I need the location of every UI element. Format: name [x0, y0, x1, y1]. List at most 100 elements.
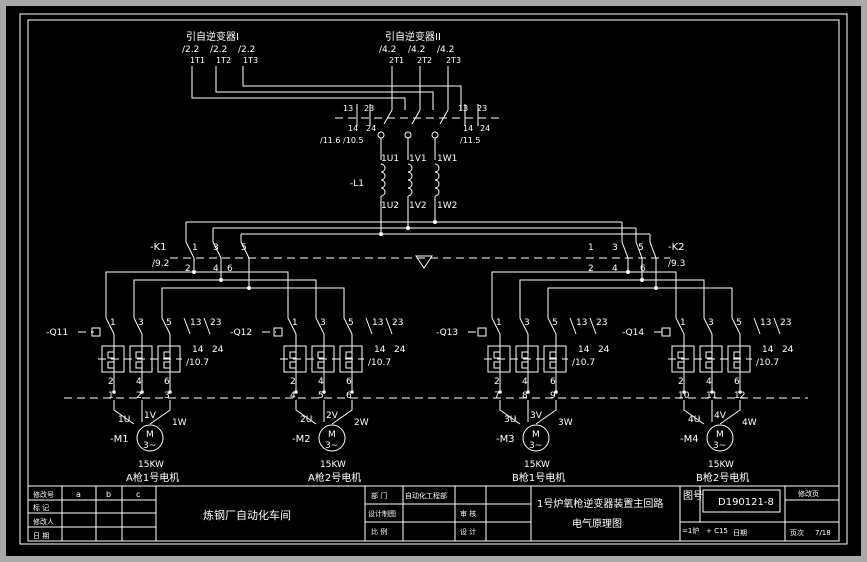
aux-ref: /10.7 [368, 358, 391, 368]
motor-lead-w [149, 400, 171, 425]
trip-element [163, 351, 171, 369]
terminal-dot [498, 390, 502, 394]
reactor-bottom-3: 1W2 [437, 201, 457, 211]
connector-number: 9 [550, 391, 556, 401]
feeder-bus-a [105, 258, 345, 318]
breaker-top-terminal: 3 [524, 318, 530, 328]
source-wiring [191, 66, 462, 110]
trip-element [705, 351, 713, 369]
motor-power: 15KW [138, 460, 164, 470]
breaker-handle [273, 327, 283, 337]
breaker-handle [661, 327, 671, 337]
motor-phase: 3~ [143, 441, 156, 451]
aux-ref: /10.7 [756, 358, 779, 368]
motor-name: A枪1号电机 [126, 471, 179, 484]
motor-name: A枪2号电机 [308, 471, 361, 484]
k2-bottom-6: 6 [640, 264, 646, 274]
motor-u: 1U [118, 415, 130, 425]
inverter-1-label: 引自逆变器I [186, 30, 239, 43]
breaker-out-terminal: 2 [108, 377, 114, 387]
motor-power: 15KW [524, 460, 550, 470]
date-label: 日期 [733, 529, 747, 537]
motor-power: 15KW [320, 460, 346, 470]
aux-left-14: 14 [348, 124, 358, 133]
inv2-term-1: 2T1 [389, 56, 404, 65]
inv2-ref-3: /4.2 [437, 45, 454, 55]
inv1-term-1: 1T1 [190, 56, 205, 65]
connector-number: 10 [678, 391, 690, 401]
breaker-out-terminal: 6 [164, 377, 170, 387]
connector-number: 8 [522, 391, 528, 401]
motor-symbol [522, 424, 550, 452]
motor-lead-w [719, 400, 741, 425]
location-code: + C15 [706, 527, 728, 535]
breaker-out-terminal: 2 [678, 377, 684, 387]
reactor-l1: -L1 1U1 1V1 1W1 1U2 1V2 1W2 [350, 154, 457, 234]
aux-23: 23 [392, 318, 403, 328]
breaker-out-terminal: 4 [706, 377, 712, 387]
breaker-tag: -Q12 [230, 328, 252, 338]
aux-right-14: 14 [463, 124, 473, 133]
k2-top-3: 3 [612, 243, 618, 253]
aux-right-23: 23 [477, 104, 487, 113]
motor-phase: 3~ [713, 441, 726, 451]
breaker-top-terminal: 5 [736, 318, 742, 328]
motor-u: 3U [504, 415, 516, 425]
aux-contact-1 [365, 317, 373, 335]
breaker-contact [161, 317, 171, 335]
dwg-no-label: 图号 [683, 490, 703, 502]
breaker-top-terminal: 3 [320, 318, 326, 328]
reactor-top-2: 1V1 [409, 154, 427, 164]
breaker-out-terminal: 6 [346, 377, 352, 387]
rev-col-b: b [106, 490, 111, 499]
inv2-ref-1: /4.2 [379, 45, 396, 55]
motor-m: M [716, 430, 724, 440]
aux-14: 14 [374, 345, 386, 355]
top-aux-right: 13 23 14 24 /11.5 [458, 104, 490, 145]
feeder-bus-b [491, 258, 733, 318]
breaker-contact [519, 317, 529, 335]
rev-col-a: a [76, 490, 81, 499]
aux-23: 23 [210, 318, 221, 328]
breaker-contact [133, 317, 143, 335]
breaker-handle [477, 327, 487, 337]
switch-k1: -K1 /9.2 1 3 5 2 4 6 [150, 241, 250, 274]
page-label: 页次 [790, 528, 804, 537]
breaker-tag: -Q13 [436, 328, 458, 338]
top-aux-left: 13 23 14 24 /11.6 /10.5 [320, 104, 376, 145]
motor-lead-u [499, 400, 521, 425]
inv1-ref-1: /2.2 [182, 45, 199, 55]
motor-m: M [146, 430, 154, 440]
aux-24: 24 [212, 345, 224, 355]
aux-ref: /10.7 [572, 358, 595, 368]
trip-element [549, 351, 557, 369]
inv1-term-2: 1T2 [216, 56, 231, 65]
breaker-contact [703, 317, 713, 335]
motor-w: 3W [558, 418, 573, 428]
motor-lead-w [535, 400, 557, 425]
aux-14: 14 [578, 345, 590, 355]
motor-m: M [328, 430, 336, 440]
motor-v: 4V [714, 411, 727, 421]
breaker-top-terminal: 1 [496, 318, 502, 328]
aux-ref: /10.7 [186, 358, 209, 368]
breaker-out-terminal: 4 [136, 377, 142, 387]
connector-number: 6 [346, 391, 352, 401]
breaker-contact [315, 317, 325, 335]
k1-tag: -K1 [150, 242, 167, 253]
terminal-dot [710, 390, 714, 394]
breaker-top-terminal: 3 [138, 318, 144, 328]
mod-label: 修改页 [798, 489, 819, 498]
title-block: 修改号 标 记 修改人 日 期 a b c 炼钢厂自动化车间 部 门 自动化工程… [27, 485, 840, 542]
aux-13: 13 [190, 318, 201, 328]
connector-number: 1 [108, 391, 114, 401]
aux-24: 24 [782, 345, 794, 355]
aux-14: 14 [192, 345, 204, 355]
reactor-bottom-2: 1V2 [409, 201, 427, 211]
breaker-top-terminal: 1 [110, 318, 116, 328]
breaker-out-terminal: 2 [494, 377, 500, 387]
aux-contact-1 [183, 317, 191, 335]
source-inverter-2: 引自逆变器II /4.2 /4.2 /4.2 2T1 2T2 2T3 [379, 30, 461, 65]
